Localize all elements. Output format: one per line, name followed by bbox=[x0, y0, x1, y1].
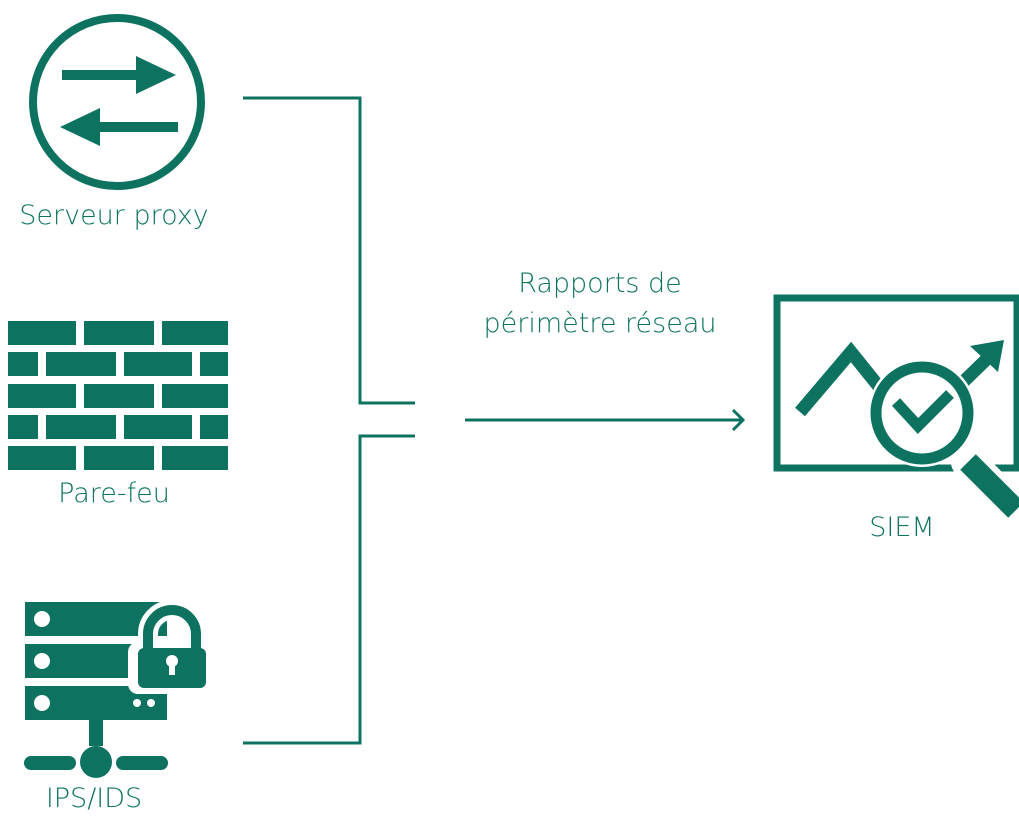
firewall-label: Pare-feu bbox=[58, 478, 170, 509]
siem-label: SIEM bbox=[869, 512, 935, 543]
reports-edge-label: Rapports de périmètre réseau bbox=[483, 268, 717, 339]
ipsids-label: IPS/IDS bbox=[45, 783, 143, 814]
brick-wall-icon bbox=[8, 321, 228, 470]
proxy-label: Serveur proxy bbox=[19, 200, 209, 231]
server-lock-icon bbox=[24, 600, 216, 778]
report-flow-arrow bbox=[465, 408, 746, 432]
exchange-arrows-icon bbox=[29, 14, 205, 190]
chart-magnifier-icon bbox=[773, 294, 1019, 527]
connector-lines bbox=[243, 96, 415, 745]
